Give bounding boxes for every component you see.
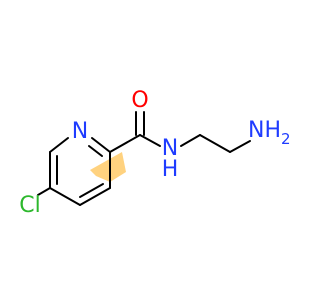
bond-c2-carbonyl: [109, 134, 141, 153]
pyridine-ring: [49, 137, 111, 206]
atom-nh2-subscript: 2: [281, 130, 291, 148]
atom-h-amide: H: [162, 157, 179, 182]
bond-carbonyl-n: [139, 134, 161, 147]
bond-c4-c5: [49, 187, 81, 206]
bond-n1-c2-inner: [88, 145, 103, 157]
atom-cl: Cl: [19, 193, 40, 218]
bond-ch2-ch2: [199, 134, 231, 153]
bond-c5-cl: [37, 187, 51, 196]
atom-nh2-main: NH: [248, 118, 281, 143]
atom-n-ring: N: [72, 119, 88, 144]
bond-n1-c2: [91, 137, 111, 153]
bond-c6-n1: [49, 137, 69, 153]
bond-c3-c4-inner: [79, 183, 104, 198]
bond-n-ch2: [180, 134, 201, 147]
structural-formula: N O N H NH2 Cl: [19, 88, 291, 218]
atom-n-amide: N: [162, 136, 178, 161]
atom-nh2: NH2: [248, 118, 291, 148]
aromatic-highlight: [90, 152, 126, 182]
bond-c3-c4: [79, 187, 111, 206]
bond-ch2-nh2: [229, 140, 251, 153]
atom-o-carbonyl: O: [131, 88, 148, 113]
